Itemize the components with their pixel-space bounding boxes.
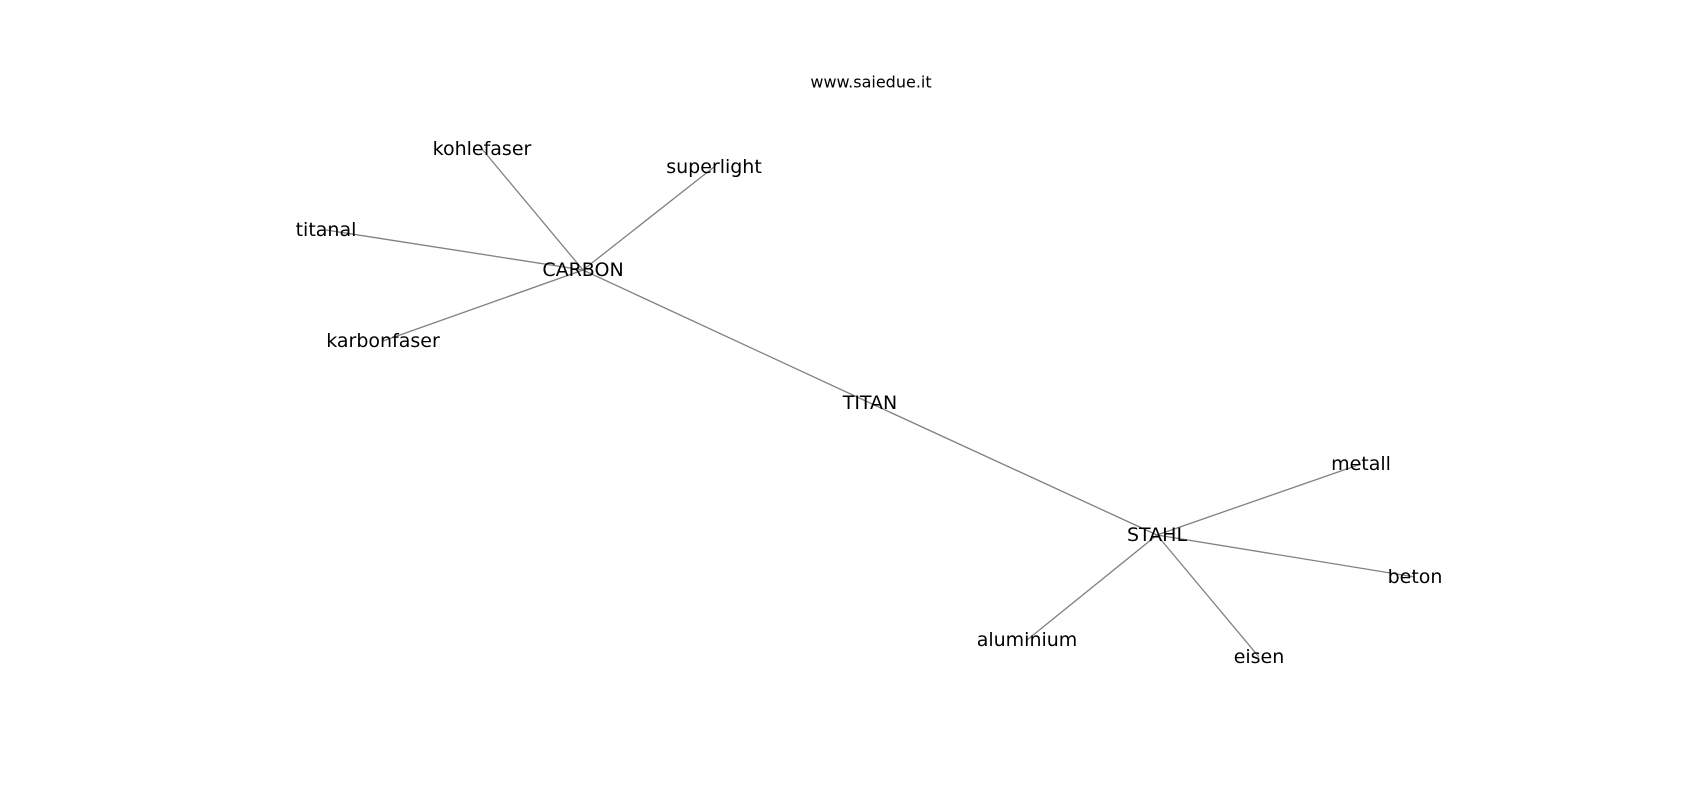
nodes-layer: TITAN CARBON STAHL kohlefaser superlight tita… <box>296 138 1443 668</box>
node-label-titanal: titanal <box>296 219 357 241</box>
edge-carbon-titanal <box>325 229 584 271</box>
node-label-beton: beton <box>1388 566 1443 588</box>
node-label-titan: TITAN <box>842 392 898 414</box>
node-label-superlight: superlight <box>666 156 762 178</box>
edge-stahl-metall <box>1156 463 1362 536</box>
node-label-kohlefaser: kohlefaser <box>433 138 532 160</box>
edge-carbon-kohlefaser <box>481 148 584 271</box>
node-label-aluminium: aluminium <box>977 629 1078 651</box>
edge-carbon-karbonfaser <box>382 269 584 342</box>
edge-stahl-aluminium <box>1026 534 1158 641</box>
edge-carbon-superlight <box>582 166 715 271</box>
site-watermark: www.saiedue.it <box>810 73 931 92</box>
edge-stahl-eisen <box>1156 534 1260 658</box>
edges-layer <box>325 148 1416 658</box>
edge-titan-stahl <box>869 402 1158 536</box>
node-label-stahl: STAHL <box>1127 524 1187 546</box>
edge-titan-carbon <box>582 269 871 404</box>
node-label-eisen: eisen <box>1234 646 1285 668</box>
node-label-metall: metall <box>1331 453 1391 475</box>
node-label-karbonfaser: karbonfaser <box>326 330 440 352</box>
edge-stahl-beton <box>1156 534 1416 578</box>
node-label-carbon: CARBON <box>542 259 623 281</box>
